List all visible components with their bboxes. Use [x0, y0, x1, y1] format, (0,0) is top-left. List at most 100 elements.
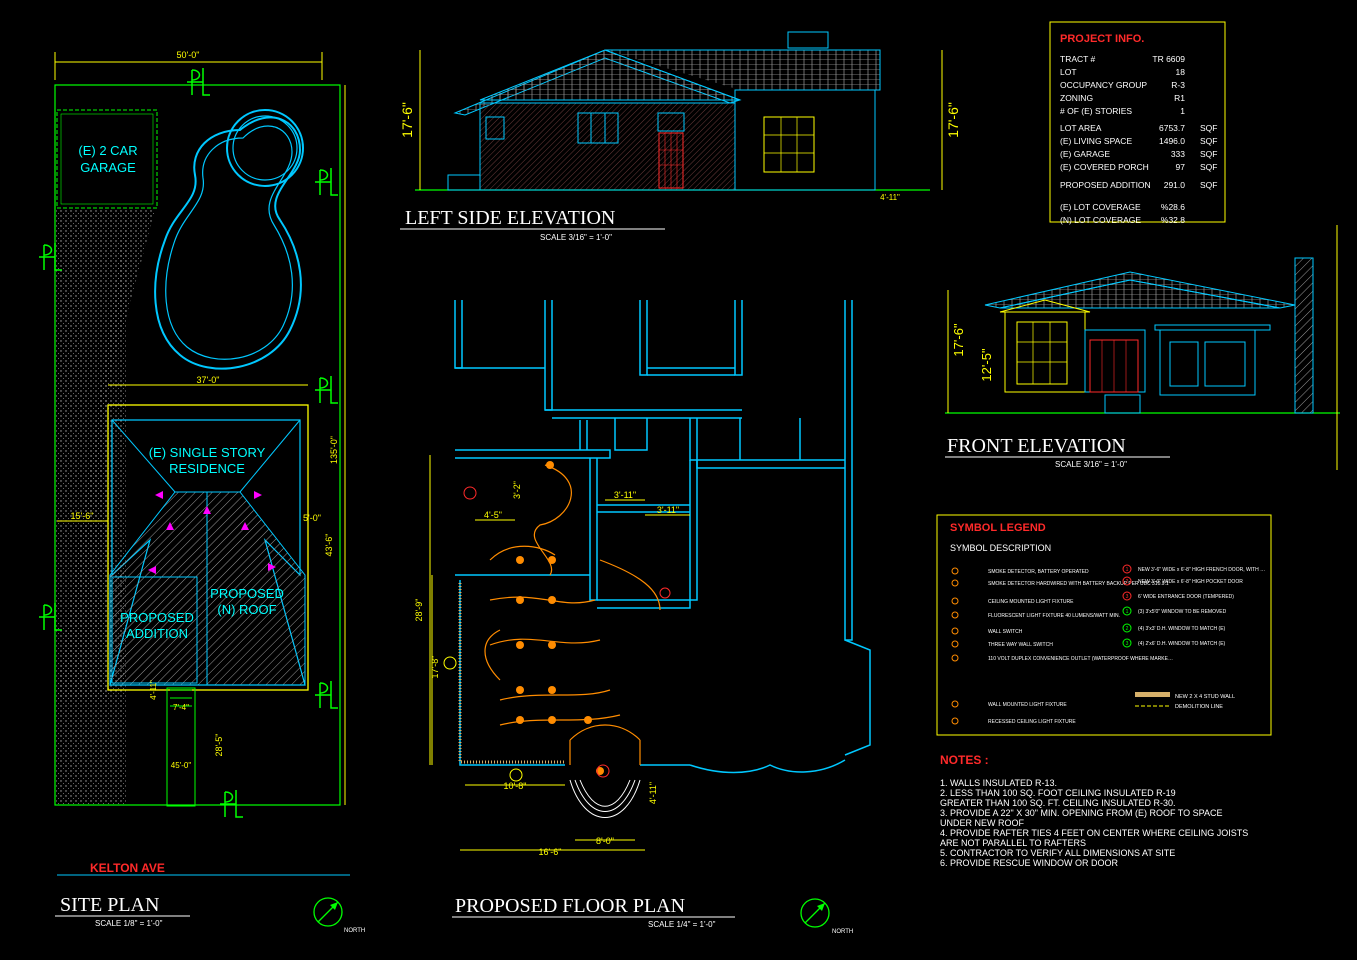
- info-value: 1496.0: [1159, 136, 1185, 146]
- notes-list: 1. WALLS INSULATED R-13.2. LESS THAN 100…: [940, 778, 1248, 868]
- legend-item: THREE WAY WALL SWITCH: [988, 642, 1053, 648]
- plan-dim: 17'-8": [430, 656, 440, 679]
- info-label: (N) LOT COVERAGE: [1060, 215, 1141, 225]
- symbol-legend: SYMBOL LEGEND SYMBOL DESCRIPTION SMOKE D…: [936, 514, 1272, 736]
- garage-label-2: GARAGE: [80, 160, 136, 175]
- legend-item: 110 VOLT DUPLEX CONVENIENCE OUTLET (WATE…: [988, 656, 1173, 662]
- info-value: 333: [1171, 149, 1185, 159]
- north-arrow-plan: NORTH: [800, 898, 853, 935]
- lot-depth-dim: 135'-0": [329, 436, 339, 464]
- legend-tag-circle: [1122, 606, 1132, 616]
- info-value: 1: [1180, 106, 1185, 116]
- window: [577, 112, 619, 144]
- info-value: %28.6: [1161, 202, 1185, 212]
- info-unit: SQF: [1200, 180, 1217, 190]
- general-notes: NOTES : 1. WALLS INSULATED R-13.2. LESS …: [940, 753, 1248, 868]
- left-elevation-height: 17'-6": [399, 102, 415, 138]
- site-dim-15: 15'-6": [71, 511, 94, 521]
- info-label: (E) GARAGE: [1060, 149, 1110, 159]
- front-walkway: [166, 687, 196, 807]
- garage-inner: [60, 113, 154, 205]
- garage-label-1: (E) 2 CAR: [78, 143, 137, 158]
- left-elevation-title: LEFT SIDE ELEVATION: [405, 207, 615, 229]
- legend-item: FLUORESCENT LIGHT FIXTURE 40 LUMENS/WATT…: [988, 613, 1120, 619]
- legend-symbol-icon: [951, 640, 959, 648]
- bay-window: [1016, 321, 1068, 385]
- svg-text:NORTH: NORTH: [832, 929, 853, 935]
- plan-dim: 8'-0": [596, 836, 614, 846]
- front-entry-wall: [1084, 329, 1146, 393]
- driveway-taper: [56, 210, 155, 700]
- plan-dim: 28'-9": [414, 599, 424, 622]
- plan-tags: [443, 656, 523, 782]
- note-item: 4. PROVIDE RAFTER TIES 4 FEET ON CENTER …: [940, 828, 1248, 838]
- legend-border: [936, 514, 1272, 736]
- site-dim-37: 37'-0": [197, 375, 220, 385]
- lot-width-dim: 50'-0": [177, 50, 200, 60]
- info-value: 18: [1176, 67, 1186, 77]
- site-plan: 50'-0" 135'-0" (E) 2 CAR GARAGE: [39, 50, 365, 934]
- legend-item: RECESSED CEILING LIGHT FIXTURE: [988, 719, 1076, 725]
- pool-inner: [165, 125, 293, 360]
- note-item: ARE NOT PARALLEL TO RAFTERS: [940, 838, 1086, 848]
- legend-tag-number: 3: [1126, 594, 1129, 600]
- info-value: R1: [1174, 93, 1185, 103]
- front-steps: [1104, 394, 1141, 414]
- floor-plan-title: PROPOSED FLOOR PLAN: [455, 895, 685, 917]
- legend-tag-number: 1: [1126, 609, 1129, 615]
- window: [657, 112, 685, 132]
- new-stud-wall: [458, 583, 565, 764]
- window: [1204, 341, 1246, 387]
- info-label: PROPOSED ADDITION: [1060, 180, 1151, 190]
- note-item: UNDER NEW ROOF: [940, 818, 1024, 828]
- residence-outline: [107, 404, 309, 691]
- info-value: R-3: [1171, 80, 1185, 90]
- roof-label-1: PROPOSED: [210, 586, 284, 601]
- info-label: LOT: [1060, 67, 1077, 77]
- project-info-title: PROJECT INFO.: [1060, 33, 1144, 45]
- property-line-markers: [39, 68, 338, 818]
- plan-dim: 3'-11": [657, 505, 679, 515]
- door-tags: [463, 486, 671, 778]
- front-stoop: [569, 779, 641, 818]
- spa-inner: [232, 115, 298, 181]
- proposed-floor-plan: 4'-5" 3'-11" 3'-11" 28'-9" 17'-8" 10'-8"…: [414, 300, 871, 935]
- info-label: (E) LOT COVERAGE: [1060, 202, 1141, 212]
- plan-walls: [454, 300, 871, 774]
- legend-tag-text: 6' WIDE ENTRANCE DOOR (TEMPERED): [1138, 594, 1234, 600]
- legend-item: CEILING MOUNTED LIGHT FIXTURE: [988, 599, 1074, 605]
- addition-label-1: PROPOSED: [120, 610, 194, 625]
- legend-tag-circle: [1122, 623, 1132, 633]
- site-plan-title: SITE PLAN: [60, 894, 159, 916]
- legend-new-wall: NEW 2 X 4 STUD WALL: [1175, 694, 1235, 700]
- site-dim-28: 28'-5": [214, 734, 224, 757]
- site-dim-45: 45'-0": [171, 761, 192, 770]
- legend-item: WALL MOUNTED LIGHT FIXTURE: [988, 702, 1067, 708]
- front-steps: [170, 689, 192, 707]
- plan-dim: 10'-8": [504, 781, 527, 791]
- legend-item: WALL SWITCH: [988, 629, 1023, 635]
- info-value: 291.0: [1164, 180, 1186, 190]
- left-elevation-step-dim: 4'-11": [880, 193, 900, 202]
- north-arrow-site: NORTH: [313, 897, 365, 934]
- lot-boundary: [54, 84, 341, 806]
- garage-outline: [56, 109, 158, 209]
- legend-title: SYMBOL LEGEND: [950, 522, 1046, 534]
- left-elevation-height-right: 17'-6": [945, 102, 961, 138]
- front-elevation-title: FRONT ELEVATION: [947, 435, 1126, 457]
- note-item: 5. CONTRACTOR TO VERIFY ALL DIMENSIONS A…: [940, 848, 1175, 858]
- new-wall-swatch: [1135, 692, 1170, 697]
- window: [1169, 341, 1199, 387]
- addition-label-2: ADDITION: [126, 626, 188, 641]
- window: [485, 116, 505, 140]
- chimney: [1294, 257, 1314, 414]
- existing-wall: [479, 102, 736, 191]
- front-elevation-scale: SCALE 3/16" = 1'-0": [1055, 460, 1127, 469]
- front-wall-right: [1159, 329, 1256, 396]
- info-label: LOT AREA: [1060, 123, 1102, 133]
